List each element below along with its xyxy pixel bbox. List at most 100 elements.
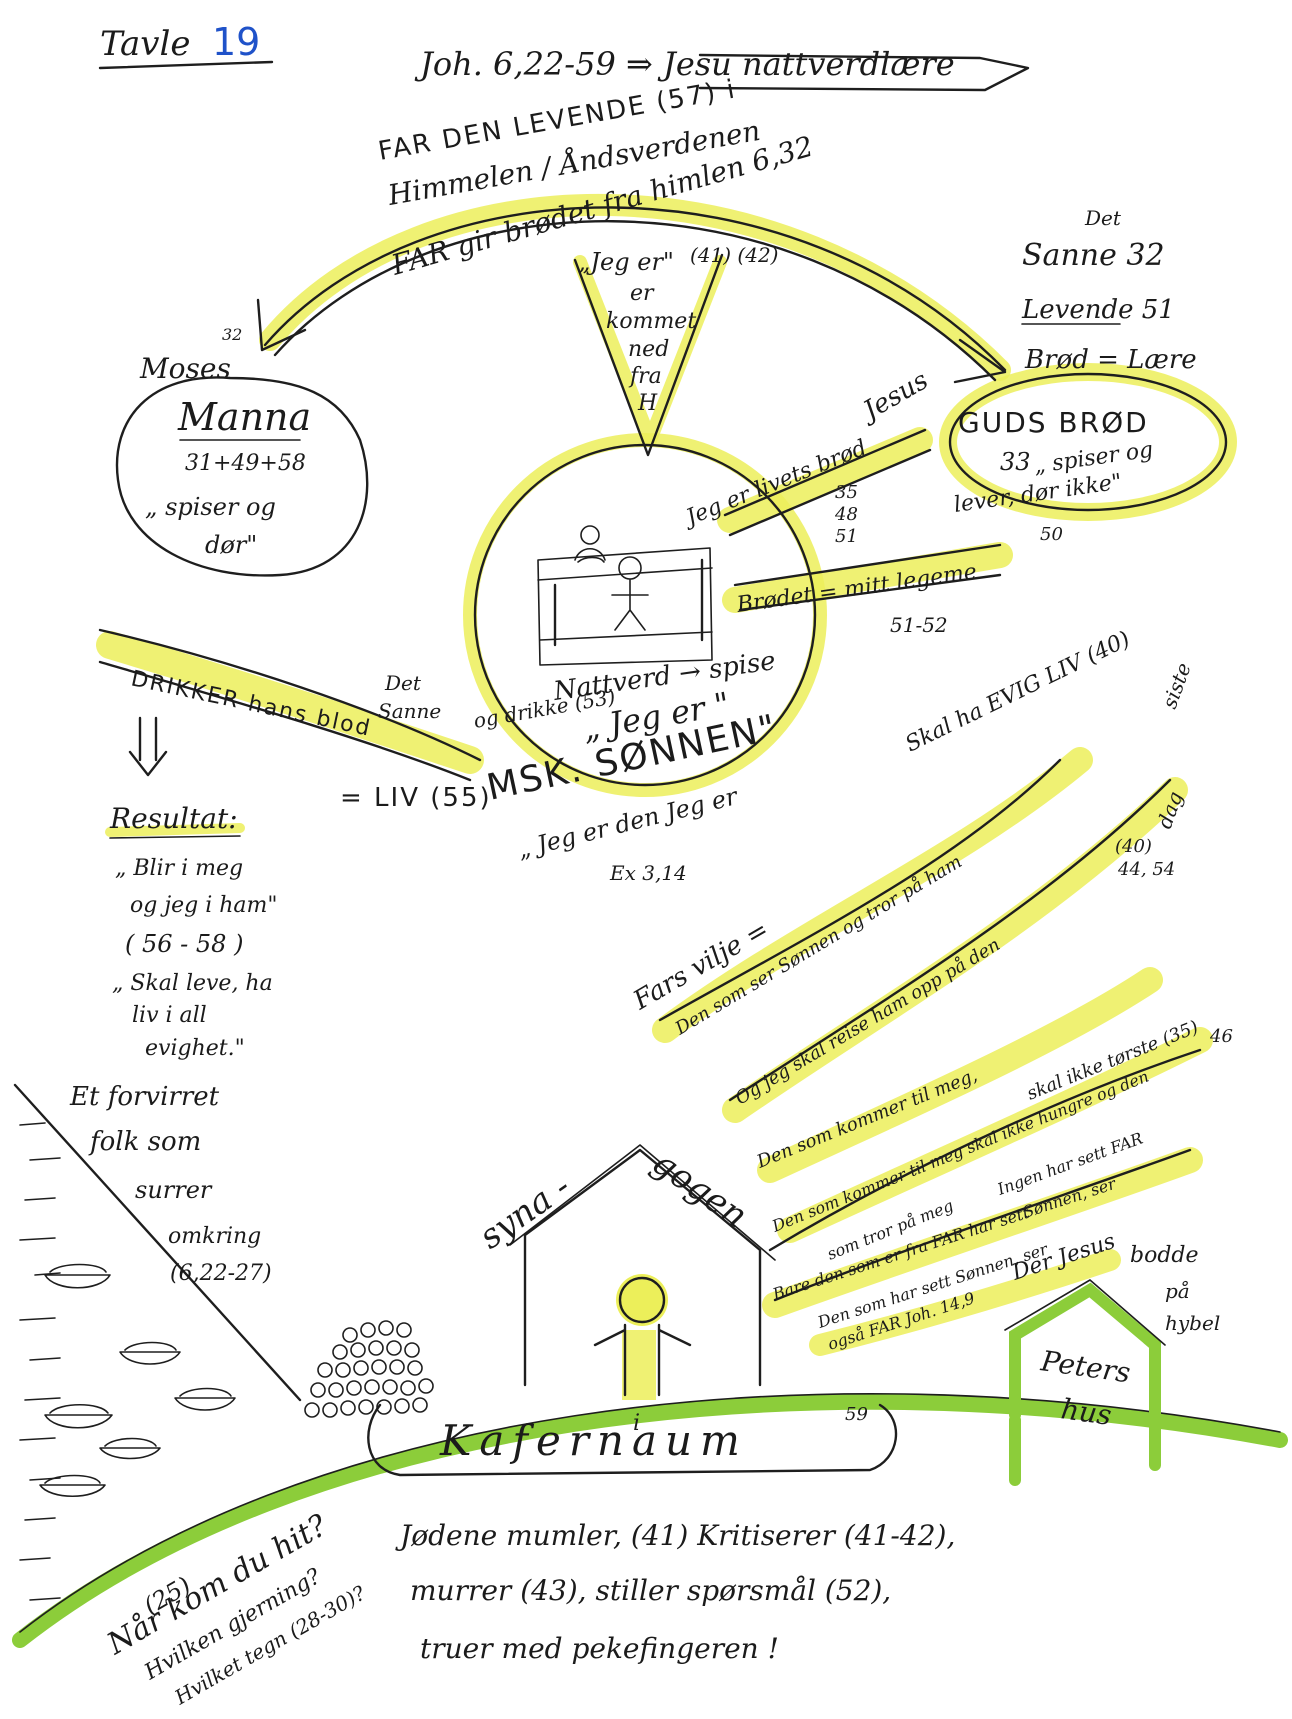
loaf: [360, 1322, 376, 1338]
will-highlight-5: [762, 1147, 1203, 1318]
header: Tavle 19 Joh. 6,22-59 ⇒ Jesu nattverdlær…: [98, 20, 1030, 92]
loaf: [382, 1379, 398, 1395]
heaven-arc: [263, 206, 1007, 372]
loaf: [332, 1344, 348, 1360]
manna-group: Moses 32 Manna 31+49+58 „ spiser og dør": [115, 325, 369, 577]
loaf: [400, 1380, 416, 1396]
descent-verses: (41) (42): [690, 243, 778, 267]
heaven: FAR DEN LEVENDE (57) i Himmelen / Åndsve…: [256, 74, 1007, 384]
crowd-slope-line: [13, 1083, 302, 1402]
people-l3: surrer: [135, 1176, 213, 1204]
peter-note4: hybel: [1165, 1311, 1220, 1335]
guds-levende: Levende 51: [1021, 295, 1175, 325]
drink-liv: = LIV (55): [340, 783, 492, 813]
town-verse: 59: [845, 1404, 868, 1425]
manna-verses: 31+49+58: [185, 451, 306, 476]
result-title: Resultat:: [109, 802, 238, 835]
manna-quote1: „ spiser og: [145, 493, 276, 521]
will-siste: siste: [1157, 660, 1196, 712]
will-highlight-6: [809, 1249, 1121, 1356]
loaf: [353, 1360, 369, 1376]
basket-3-bread: [49, 1404, 109, 1414]
basket-5: [99, 1447, 161, 1460]
descent-triangle: [573, 253, 724, 457]
loaf: [371, 1359, 387, 1375]
loaf: [310, 1382, 326, 1398]
descent-quote: „Jeg er": [578, 248, 674, 276]
loaf: [404, 1342, 420, 1358]
guds-jesus: Jesus: [854, 365, 933, 428]
will-evig: Skal ha EVIG LIV (40): [902, 627, 1134, 757]
highlights: [96, 193, 1237, 1400]
guds-brod-ellipse: [948, 372, 1228, 512]
loaf: [340, 1400, 356, 1416]
synagogue-house: [523, 1148, 762, 1387]
board-underline: [98, 60, 274, 70]
result-l3: ( 56 - 58 ): [125, 930, 243, 958]
loaf: [346, 1380, 362, 1396]
basket-3: [44, 1414, 113, 1429]
header-arrow: [698, 53, 1030, 92]
center-lv1: 35: [835, 482, 858, 503]
center-legeme-verses: 51-52: [890, 613, 948, 637]
guds-verse: 33: [1000, 448, 1031, 476]
result-l1: „ Blir i meg: [115, 856, 243, 881]
basket-6: [39, 1484, 106, 1498]
loaf: [342, 1327, 358, 1343]
loaf: [368, 1340, 384, 1356]
town-box: [367, 1403, 898, 1477]
jesus-figure-head: [618, 1276, 666, 1324]
peter-title2: hus: [1059, 1392, 1114, 1432]
jews-l1: Jødene mumler, (41) Kritiserer (41-42),: [395, 1519, 955, 1552]
table-lower-edge: [539, 631, 713, 641]
manna-moses-verse: 32: [222, 325, 242, 344]
loaf: [394, 1398, 410, 1414]
livets-brod-highlight: [717, 427, 933, 533]
peter-house-green: [1009, 1282, 1161, 1486]
figure-head-highlight: [616, 1274, 668, 1326]
figure-center-body: [611, 579, 649, 631]
nattverd-table-sketch: [537, 525, 713, 666]
town-group: Kafernaum 59: [367, 1403, 898, 1477]
result-l4: „ Skal leve, ha: [112, 971, 273, 996]
descent-word-4: H: [637, 391, 658, 416]
guds-verse2: 50: [1040, 524, 1063, 545]
legeme-line-b: [738, 573, 1002, 612]
manna-quote2: dør": [205, 531, 257, 559]
figure-left-head: [580, 525, 600, 545]
loaf: [350, 1342, 366, 1358]
will-highlight-3: [757, 967, 1163, 1183]
will-band-3: [768, 1048, 1202, 1252]
drink-line-top: [98, 628, 482, 762]
basket-2: [119, 1351, 181, 1365]
center-circle-highlight: [463, 433, 827, 797]
manna-moses: Moses: [139, 352, 231, 385]
ground-hill: [12, 1393, 1288, 1648]
center-lv3: 51: [835, 526, 858, 547]
will-band-4: [773, 1148, 1192, 1302]
basket-5-bread: [104, 1437, 157, 1447]
result-group: Resultat: „ Blir i meg og jeg i ham" ( 5…: [109, 802, 278, 1061]
basket-1-bread: [49, 1263, 107, 1273]
center-group: Jeg er livets brød 35 48 51 Brødet = mit…: [472, 428, 1002, 885]
arc-arrowhead-left: [256, 298, 307, 352]
will-band-1: [658, 758, 1062, 1022]
basket-4: [174, 1397, 236, 1411]
will-band-2: [728, 778, 1172, 1102]
loaf: [389, 1359, 405, 1375]
result-l2: og jeg i ham": [130, 893, 278, 918]
header-reference: Joh. 6,22-59 ⇒ Jesu nattverdlære: [414, 45, 955, 83]
guds-brod-laere: Brød = Lære: [1024, 345, 1197, 375]
will-highlight-1: [652, 747, 1093, 1043]
livets-brod-line-a: [723, 428, 927, 517]
will-dag-verses1: (40): [1115, 836, 1152, 857]
loaf: [328, 1382, 344, 1398]
town-name: Kafernaum: [439, 1416, 748, 1465]
drink-highlight: [96, 631, 484, 774]
result-l6: evighet.": [145, 1036, 245, 1061]
center-lv2: 48: [834, 504, 858, 525]
loaf: [412, 1397, 428, 1413]
figure-center-head: [618, 556, 642, 580]
result-highlight: [105, 823, 245, 837]
